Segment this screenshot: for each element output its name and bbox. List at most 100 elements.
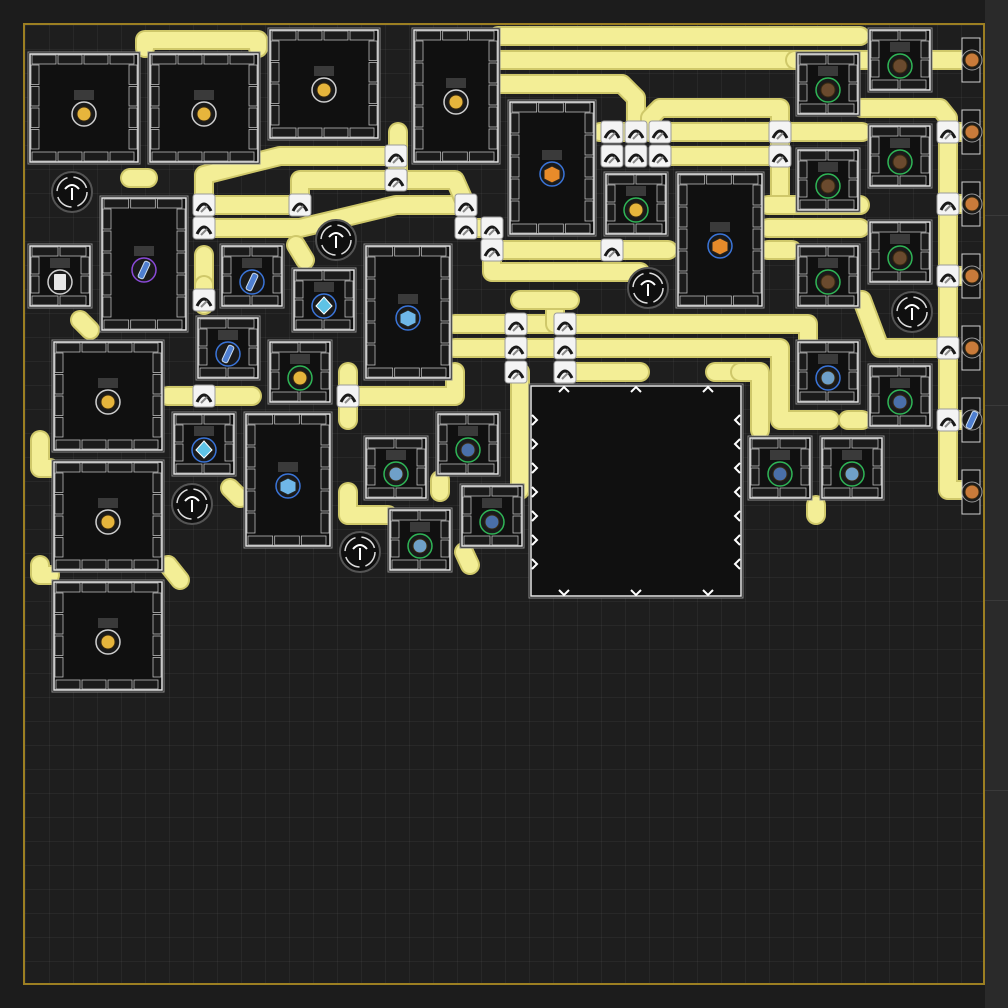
machine-miner[interactable]: [27, 51, 141, 165]
belt-splitter[interactable]: [192, 288, 216, 312]
antenna-icon[interactable]: [627, 267, 669, 309]
machine-port: [635, 174, 663, 185]
machine-miner[interactable]: [51, 459, 165, 573]
belt-splitter[interactable]: [553, 360, 577, 384]
belt-splitter[interactable]: [768, 120, 792, 144]
output-bay[interactable]: [961, 253, 983, 299]
machine-press[interactable]: [867, 123, 933, 189]
belt-splitter[interactable]: [504, 312, 528, 336]
belt-splitter[interactable]: [600, 144, 624, 168]
belt-splitter[interactable]: [936, 408, 960, 432]
belt-splitter[interactable]: [936, 120, 960, 144]
machine-lab[interactable]: [27, 243, 93, 309]
machine-assembler[interactable]: [291, 267, 357, 333]
machine-port: [442, 30, 468, 41]
machine-port: [294, 280, 304, 299]
belt-splitter[interactable]: [504, 360, 528, 384]
antenna-icon[interactable]: [171, 483, 213, 525]
machine-press[interactable]: [867, 27, 933, 93]
machine-assembler[interactable]: [363, 243, 453, 381]
conveyor-belt-surface: [340, 484, 396, 523]
machine-press[interactable]: [795, 339, 861, 405]
belt-splitter[interactable]: [288, 193, 312, 217]
belt-splitter[interactable]: [192, 216, 216, 240]
machine-hub[interactable]: [528, 383, 744, 599]
machine-smelter[interactable]: [675, 171, 765, 309]
conveyor-belt-surface: [32, 432, 58, 476]
machine-assembler[interactable]: [171, 411, 237, 477]
machine-port: [246, 424, 256, 446]
belt-splitter[interactable]: [648, 144, 672, 168]
belt-splitter[interactable]: [600, 120, 624, 144]
machine-press[interactable]: [603, 171, 669, 237]
output-bay[interactable]: [961, 37, 983, 83]
belt-splitter[interactable]: [600, 238, 624, 262]
machine-shadow: [890, 378, 910, 388]
antenna-icon[interactable]: [315, 219, 357, 261]
machine-press[interactable]: [867, 219, 933, 285]
machine-port: [584, 156, 594, 178]
belt-splitter[interactable]: [384, 144, 408, 168]
belt-splitter[interactable]: [624, 144, 648, 168]
machine-press[interactable]: [795, 243, 861, 309]
machine-miner[interactable]: [51, 579, 165, 693]
output-bay[interactable]: [961, 469, 983, 515]
machine-smelter[interactable]: [507, 99, 597, 237]
output-bay[interactable]: [961, 109, 983, 155]
conveyor-belt-surface: [222, 480, 248, 506]
machine-port: [706, 174, 732, 185]
machine-press[interactable]: [267, 339, 333, 405]
antenna-icon[interactable]: [891, 291, 933, 333]
machine-port: [152, 614, 162, 635]
machine-press[interactable]: [795, 147, 861, 213]
belt-splitter[interactable]: [192, 193, 216, 217]
belt-splitter[interactable]: [624, 120, 648, 144]
crystal-icon: [315, 296, 333, 315]
belt-splitter[interactable]: [454, 216, 478, 240]
belt-splitter[interactable]: [553, 336, 577, 360]
belt-splitter[interactable]: [192, 384, 216, 408]
output-bay[interactable]: [961, 325, 983, 371]
belt-splitter[interactable]: [454, 193, 478, 217]
machine-port: [367, 246, 394, 257]
machine-port: [54, 635, 64, 656]
machine-press[interactable]: [459, 483, 525, 549]
machine-smelter[interactable]: [243, 411, 333, 549]
belt-splitter[interactable]: [768, 144, 792, 168]
antenna-icon[interactable]: [339, 531, 381, 573]
belt-splitter[interactable]: [936, 192, 960, 216]
machine-assembler[interactable]: [219, 243, 285, 309]
antenna-icon[interactable]: [51, 171, 93, 213]
output-bay[interactable]: [961, 181, 983, 227]
dark-ore-icon: [892, 250, 908, 266]
machine-assembler[interactable]: [99, 195, 189, 333]
machine-shadow: [890, 42, 910, 52]
machine-crusher[interactable]: [411, 27, 501, 165]
machine-miner[interactable]: [147, 51, 261, 165]
belt-splitter[interactable]: [384, 168, 408, 192]
belt-splitter[interactable]: [480, 238, 504, 262]
belt-splitter[interactable]: [480, 216, 504, 240]
machine-miner[interactable]: [51, 339, 165, 453]
belt-splitter[interactable]: [553, 312, 577, 336]
belt-splitter[interactable]: [936, 264, 960, 288]
belt-splitter[interactable]: [936, 336, 960, 360]
belt-splitter[interactable]: [336, 384, 360, 408]
machine-port: [270, 371, 280, 390]
machine-press[interactable]: [747, 435, 813, 501]
belt-splitter[interactable]: [504, 336, 528, 360]
machine-port: [81, 582, 107, 593]
machine-press[interactable]: [363, 435, 429, 501]
belt-splitter[interactable]: [648, 120, 672, 144]
machine-press[interactable]: [435, 411, 501, 477]
machine-press[interactable]: [387, 507, 453, 573]
machine-port: [271, 30, 297, 41]
copper-ore-icon: [964, 196, 980, 212]
machine-press[interactable]: [795, 51, 861, 117]
output-bay[interactable]: [961, 397, 983, 443]
machine-press[interactable]: [819, 435, 885, 501]
machine-assembler[interactable]: [195, 315, 261, 381]
machine-press[interactable]: [867, 363, 933, 429]
machine-miner[interactable]: [267, 27, 381, 141]
